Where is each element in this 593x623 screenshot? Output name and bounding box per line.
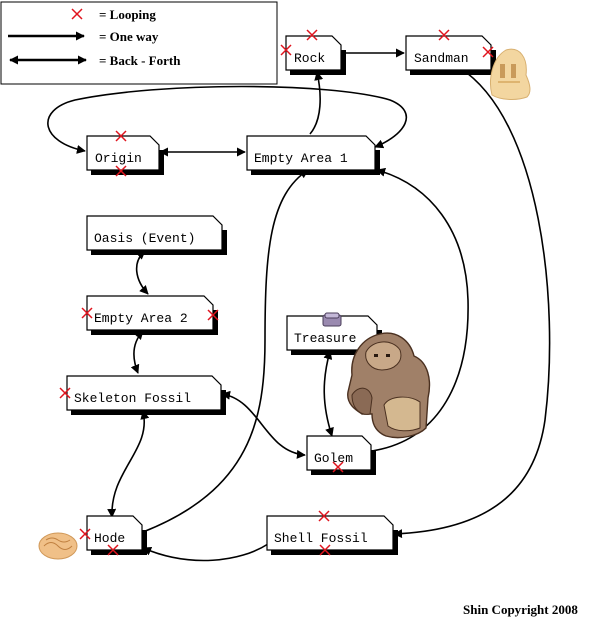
node-golem-label: Golem: [314, 451, 353, 466]
edge-skeleton-hode: [107, 410, 150, 518]
golem-sprite-icon: [347, 332, 431, 439]
legend: = Looping = One way = Back - Forth: [0, 1, 278, 85]
loop-x-icon: [81, 307, 93, 319]
node-hode-label: Hode: [94, 531, 125, 546]
node-shell-fossil[interactable]: Shell Fossil: [266, 515, 398, 555]
node-origin[interactable]: Origin: [86, 135, 164, 175]
loop-x-icon: [71, 8, 83, 20]
legend-looping-label: = Looping: [99, 7, 156, 22]
node-golem[interactable]: Golem: [306, 435, 376, 475]
node-origin-label: Origin: [95, 151, 142, 166]
loop-x-icon: [482, 46, 494, 58]
node-skeleton-fossil[interactable]: Skeleton Fossil: [66, 375, 226, 415]
loop-x-icon: [207, 309, 219, 321]
node-rock[interactable]: Rock: [285, 35, 346, 75]
edge-sandman-shellfossil: [393, 67, 551, 539]
loop-x-icon: [438, 29, 450, 41]
node-empty-area-1[interactable]: Empty Area 1: [246, 135, 380, 175]
legend-one-way-label: = One way: [99, 29, 159, 44]
edge-oasis-emptyarea2: [135, 250, 149, 295]
node-oasis-label: Oasis (Event): [94, 231, 195, 246]
loop-x-icon: [319, 544, 331, 556]
sandman-sprite-icon: [490, 48, 531, 100]
treasure-chest-icon: [322, 312, 342, 327]
loop-x-icon: [79, 528, 91, 540]
loop-x-icon: [318, 510, 330, 522]
node-treasure-label: Treasure: [294, 331, 356, 346]
node-skeleton-fossil-label: Skeleton Fossil: [74, 391, 191, 406]
legend-box: [0, 1, 278, 85]
loop-x-icon: [115, 165, 127, 177]
nodes: Rock Sandman Origin Empty Area 1 Oasis (…: [66, 35, 496, 555]
loop-x-icon: [306, 29, 318, 41]
edge-origin-loop-emptyarea1: [47, 85, 408, 154]
copyright-text: Shin Copyright 2008: [463, 602, 578, 617]
edge-emptyarea2-skeleton: [130, 330, 144, 374]
edge-emptyarea1-rock: [309, 71, 324, 135]
node-empty-area-1-label: Empty Area 1: [254, 151, 348, 166]
node-sandman[interactable]: Sandman: [405, 35, 496, 75]
edge-treasure-golem: [323, 350, 334, 437]
loop-x-icon: [107, 544, 119, 556]
node-rock-label: Rock: [294, 51, 325, 66]
loop-x-icon: [280, 44, 292, 56]
edge-skeleton-golem: [221, 390, 306, 459]
node-hode[interactable]: Hode: [86, 515, 147, 555]
node-shell-fossil-label: Shell Fossil: [274, 531, 368, 546]
loop-x-icon: [59, 387, 71, 399]
edge-shellfossil-hode: [142, 543, 269, 562]
loop-x-icon: [115, 130, 127, 142]
node-empty-area-2-label: Empty Area 2: [94, 311, 188, 326]
edge-hode-emptyarea1: [142, 169, 309, 533]
node-oasis[interactable]: Oasis (Event): [86, 215, 227, 255]
loop-x-icon: [332, 461, 344, 473]
node-empty-area-2[interactable]: Empty Area 2: [86, 295, 218, 335]
loop-markers: [59, 29, 494, 556]
legend-back-forth-label: = Back - Forth: [99, 53, 181, 68]
hode-sprite-icon: [38, 532, 78, 560]
node-sandman-label: Sandman: [414, 51, 469, 66]
